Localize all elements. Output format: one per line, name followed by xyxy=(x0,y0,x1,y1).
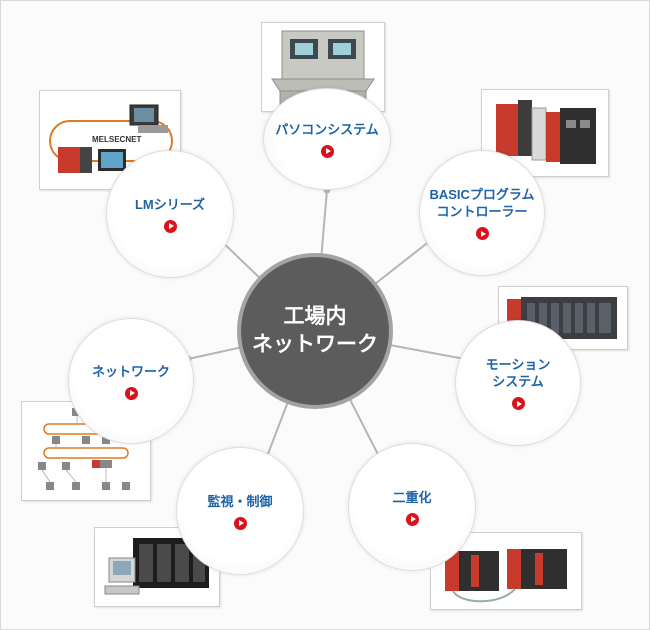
play-icon[interactable] xyxy=(405,512,419,526)
node-monitoring[interactable]: 監視・制御 xyxy=(176,447,304,575)
play-icon[interactable] xyxy=(233,516,247,530)
node-duplex-label: 二重化 xyxy=(392,489,432,505)
lm-photo-caption: MELSECNET xyxy=(92,135,141,144)
node-motion-system[interactable]: モーション システム xyxy=(455,320,581,446)
node-network-label: ネットワーク xyxy=(91,363,170,379)
node-lm-series-label: LMシリーズ xyxy=(134,196,206,212)
node-pc-system-label: パソコンシステム xyxy=(275,121,379,137)
play-icon[interactable] xyxy=(320,144,334,158)
node-duplex[interactable]: 二重化 xyxy=(348,443,476,571)
node-lm-series[interactable]: LMシリーズ xyxy=(106,150,234,278)
node-motion-system-label: モーション システム xyxy=(485,357,551,389)
play-icon[interactable] xyxy=(511,397,525,410)
play-icon[interactable] xyxy=(124,386,138,400)
node-monitoring-label: 監視・制御 xyxy=(207,493,273,509)
play-icon[interactable] xyxy=(163,219,177,233)
node-basic-controller-label: BASICプログラム コントローラー xyxy=(429,187,535,219)
hub-circle: 工場内 ネットワーク xyxy=(237,253,393,409)
hub-label: 工場内 ネットワーク xyxy=(252,305,378,356)
node-network[interactable]: ネットワーク xyxy=(68,318,194,444)
node-basic-controller[interactable]: BASICプログラム コントローラー xyxy=(419,150,545,276)
play-icon[interactable] xyxy=(475,227,489,240)
node-pc-system[interactable]: パソコンシステム xyxy=(263,88,391,190)
